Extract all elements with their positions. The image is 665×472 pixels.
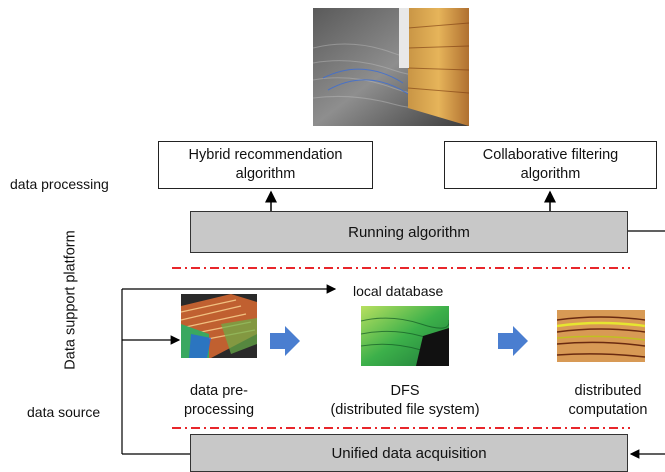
- computation-image: [557, 310, 645, 362]
- blue-arrow-2: [498, 326, 528, 356]
- stage-computation-label: distributed computation: [553, 382, 663, 420]
- stage-dfs-line1: DFS: [390, 383, 420, 399]
- stage-preprocessing-line1: data pre-: [189, 383, 249, 399]
- seismic-3d-image: [313, 8, 469, 126]
- collaborative-filtering-box: Collaborative filtering algorithm: [444, 141, 657, 189]
- data-source-label: data source: [27, 404, 101, 420]
- preprocessing-image: [181, 294, 257, 358]
- dfs-image: [361, 306, 449, 366]
- stage-preprocessing-line2: processing: [183, 402, 255, 418]
- stage-dfs-line2: (distributed file system): [330, 402, 480, 418]
- local-database-label: local database: [353, 283, 444, 299]
- stage-dfs-label: DFS (distributed file system): [305, 382, 505, 420]
- stage-preprocessing-label: data pre- processing: [167, 382, 271, 420]
- stage-computation-line2: computation: [568, 402, 648, 418]
- hybrid-recommendation-box: Hybrid recommendation algorithm: [158, 141, 373, 189]
- collaborative-filtering-label: Collaborative filtering algorithm: [482, 147, 619, 182]
- blue-arrow-1: [270, 326, 300, 356]
- stage-computation-line1: distributed: [574, 383, 642, 399]
- unified-data-acquisition-label: Unified data acquisition: [331, 444, 487, 462]
- data-processing-label: data processing: [10, 176, 109, 192]
- running-algorithm-box: Running algorithm: [190, 211, 628, 253]
- running-algorithm-label: Running algorithm: [348, 223, 470, 241]
- hybrid-recommendation-label: Hybrid recommendation algorithm: [188, 147, 343, 182]
